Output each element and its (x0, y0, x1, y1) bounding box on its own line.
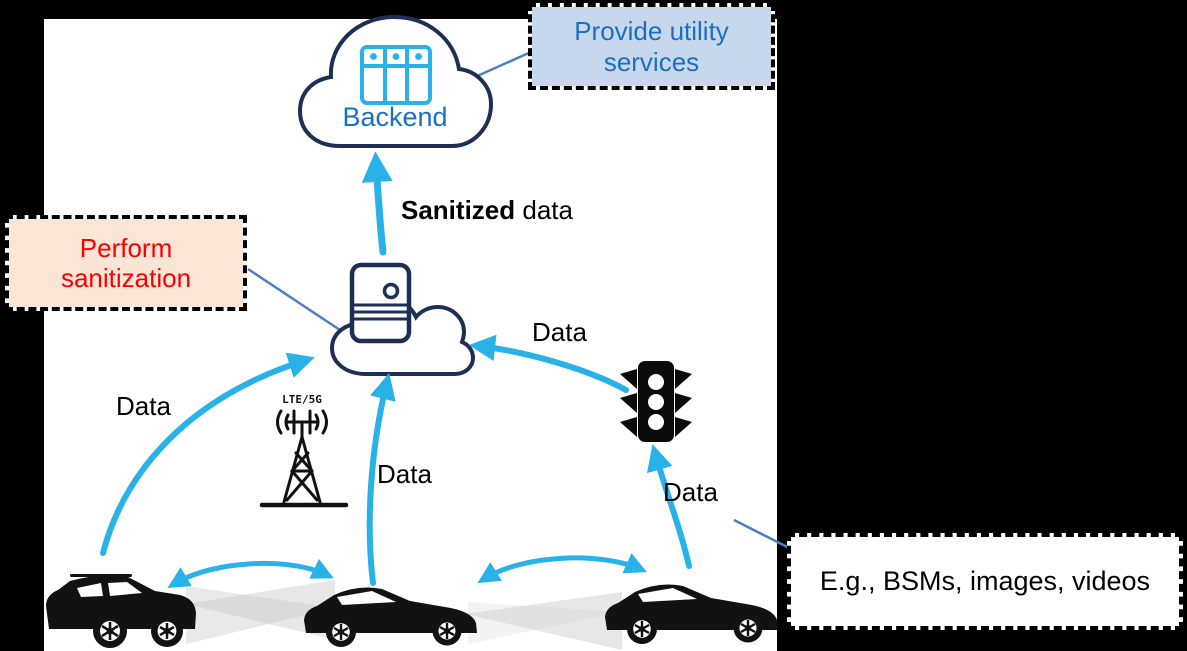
provide-utility-text: Provide utility services (574, 16, 729, 77)
data-label-car2: Data (377, 459, 432, 489)
data-label-traffic-light: Data (532, 317, 587, 347)
coupe-car-icon (603, 583, 780, 646)
arrow-v2v-car2-car3 (477, 553, 648, 584)
arrow-car1-to-edge (100, 352, 315, 556)
sanitized-data-bold: Sanitized (401, 195, 516, 225)
sanitized-data-rest: data (515, 195, 573, 225)
backend-label: Backend (342, 102, 448, 132)
suv-rear-wheel (93, 614, 127, 648)
beam-car1-forward (186, 580, 335, 640)
lte-5g-label: LTE/5G (282, 393, 322, 406)
edge-server-icon (349, 262, 412, 344)
backend-cloud-icon (297, 14, 494, 148)
server-rack-icon (360, 45, 432, 105)
arrow-traffic-light-to-edge (468, 334, 629, 393)
arrow-edge-to-backend (361, 151, 393, 256)
examples-text: E.g., BSMs, images, videos (819, 565, 1151, 596)
suv-car-icon (46, 574, 196, 648)
suv-front-wheel (151, 615, 183, 647)
sanitized-data-label: Sanitized data (401, 195, 573, 226)
data-label-car1: Data (116, 391, 171, 421)
data-label-car3: Data (663, 477, 718, 507)
provide-utility-callout: Provide utility services (528, 3, 775, 90)
arrow-v2v-car1-car2 (167, 558, 334, 588)
connector-perform-to-edge (247, 267, 353, 340)
cell-tower-icon (259, 409, 349, 508)
coupe-car-icon (304, 587, 477, 647)
sensor-beams (186, 580, 622, 650)
perform-sanitization-callout: Perform sanitization (5, 215, 247, 311)
arrow-car2-to-edge (366, 373, 396, 586)
traffic-light-icon (620, 361, 692, 442)
examples-callout: E.g., BSMs, images, videos (787, 533, 1183, 630)
coupe-front-wheel (432, 616, 462, 646)
perform-sanitization-text: Perform sanitization (60, 232, 192, 293)
beam-car2-rear (186, 586, 335, 644)
data-arrows (100, 151, 692, 588)
beam-car3-rear (468, 602, 620, 644)
arrow-car3-to-traffic-light (647, 444, 692, 569)
beam-car2-forward (465, 592, 622, 650)
coupe-rear-wheel (326, 617, 356, 647)
edge-cloud-icon (329, 262, 476, 376)
